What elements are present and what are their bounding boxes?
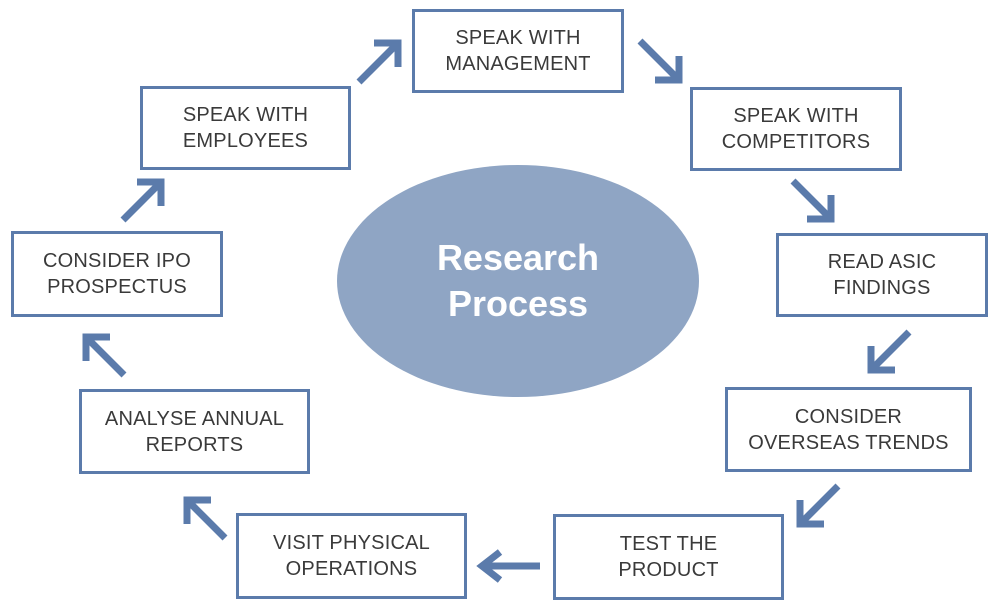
step-speak-with-competitors: SPEAK WITH COMPETITORS xyxy=(690,87,902,171)
step-label: VISIT PHYSICAL OPERATIONS xyxy=(273,532,430,580)
arrow-annual-to-ipo xyxy=(82,333,127,378)
step-label: SPEAK WITH EMPLOYEES xyxy=(182,104,309,152)
step-consider-ipo-prospectus: CONSIDER IPO PROSPECTUS xyxy=(11,231,223,317)
arrow-employees-to-management xyxy=(356,39,402,85)
arrow-competitors-to-asic xyxy=(790,178,835,223)
step-label: TEST THE PRODUCT xyxy=(618,533,719,581)
step-analyse-annual-reports: ANALYSE ANNUAL REPORTS xyxy=(79,389,310,474)
step-test-the-product: TEST THE PRODUCT xyxy=(553,514,784,600)
arrow-asic-to-overseas xyxy=(867,329,912,374)
arrow-physical-to-annual xyxy=(183,496,228,541)
arrow-product-to-physical xyxy=(476,549,540,583)
step-speak-with-employees: SPEAK WITH EMPLOYEES xyxy=(140,86,351,170)
step-speak-with-management: SPEAK WITH MANAGEMENT xyxy=(412,9,624,93)
step-label: SPEAK WITH COMPETITORS xyxy=(721,105,871,153)
center-ellipse: Research Process xyxy=(337,165,699,397)
step-label: SPEAK WITH MANAGEMENT xyxy=(445,27,591,75)
step-label: CONSIDER OVERSEAS TRENDS xyxy=(748,405,949,454)
step-visit-physical-operations: VISIT PHYSICAL OPERATIONS xyxy=(236,513,467,599)
center-title: Research Process xyxy=(436,237,600,324)
arrow-management-to-competitors xyxy=(637,38,683,84)
step-label: CONSIDER IPO PROSPECTUS xyxy=(43,250,191,298)
step-label: READ ASIC FINDINGS xyxy=(827,251,937,299)
step-read-asic-findings: READ ASIC FINDINGS xyxy=(776,233,988,317)
arrow-ipo-to-employees xyxy=(120,178,165,223)
arrow-overseas-to-product xyxy=(796,483,841,528)
step-label: ANALYSE ANNUAL REPORTS xyxy=(104,407,285,456)
step-consider-overseas-trends: CONSIDER OVERSEAS TRENDS xyxy=(725,387,972,472)
